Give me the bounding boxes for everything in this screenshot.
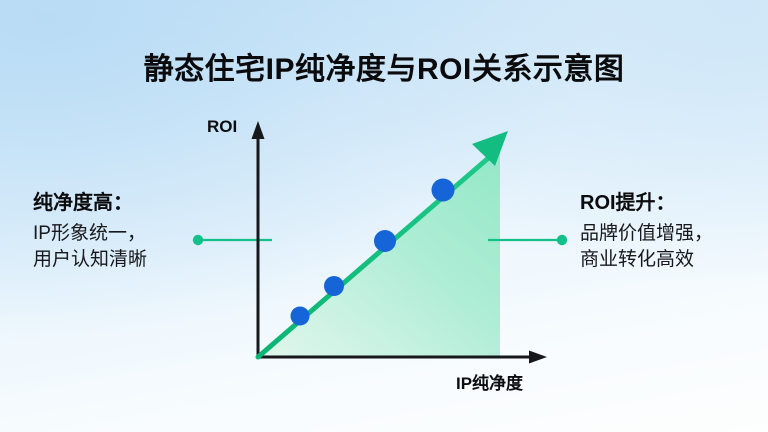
data-point-marker[interactable] <box>324 276 344 296</box>
x-axis-arrow-icon <box>529 350 547 364</box>
data-point-marker[interactable] <box>290 306 310 326</box>
callout-left-headline: 纯净度高： <box>33 192 133 214</box>
callout-left: 纯净度高： IP形象统一， 用户认知清晰 <box>33 190 147 273</box>
trend-arrow-icon <box>472 131 508 166</box>
data-point-marker[interactable] <box>431 178 455 202</box>
callout-right-headline: ROI提升： <box>580 192 676 214</box>
y-axis-arrow-icon <box>251 121 265 139</box>
callout-left-line-2: 用户认知清晰 <box>33 248 148 270</box>
page-title: 静态住宅IP纯净度与ROI关系示意图 <box>143 53 625 86</box>
y-axis-label: ROI <box>207 117 238 136</box>
callout-right-line-1: 品牌价值增强， <box>580 222 714 244</box>
data-point-marker[interactable] <box>374 230 396 252</box>
x-axis-label: IP纯净度 <box>456 374 524 393</box>
left-connector-dot-icon <box>192 234 204 246</box>
right-connector-dot-icon <box>556 234 568 246</box>
callout-right: ROI提升： 品牌价值增强， 商业转化高效 <box>580 190 713 273</box>
callout-right-line-2: 商业转化高效 <box>580 248 695 270</box>
callout-left-line-1: IP形象统一， <box>33 222 146 244</box>
